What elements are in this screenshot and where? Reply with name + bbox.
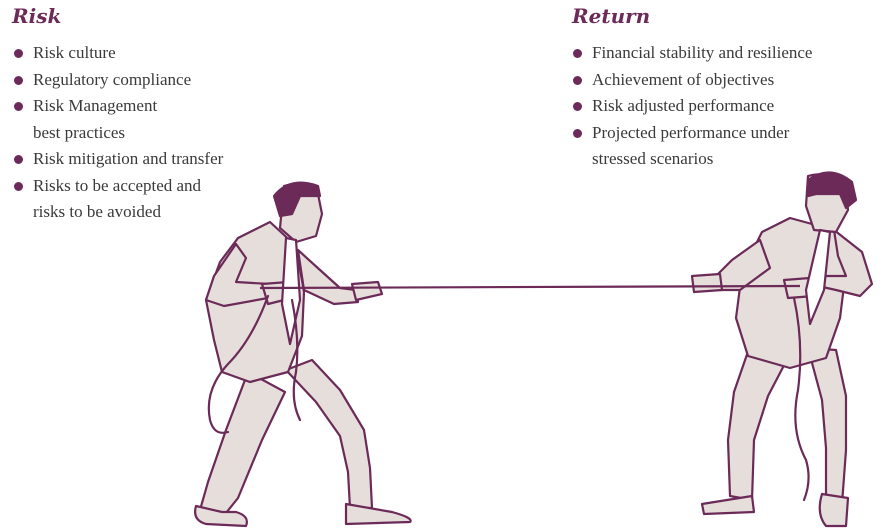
return-list-item: Projected performance under stressed scen… <box>572 120 812 173</box>
businessman-right-icon <box>690 171 874 528</box>
risk-item-text: best practices <box>33 122 126 142</box>
bullet-icon <box>573 102 582 111</box>
return-list-item: Risk adjusted performance <box>572 93 812 120</box>
return-heading: Return <box>572 4 651 28</box>
return-list-item: Achievement of objectives <box>572 67 812 94</box>
risk-list-item: Risk culture <box>13 40 223 67</box>
return-item-text: Achievement of objectives <box>592 69 775 89</box>
risk-item-text: risks to be avoided <box>33 202 161 221</box>
bullet-icon <box>573 75 582 85</box>
bullet-icon <box>14 49 23 58</box>
bullet-icon <box>14 155 23 164</box>
risk-item-text: Risks to be accepted and <box>33 175 202 195</box>
return-item-text: Financial stability and resilience <box>592 43 813 62</box>
bullet-icon <box>573 128 582 138</box>
risk-list-item: Risk Management best practices <box>13 93 223 146</box>
rope-icon <box>259 284 801 290</box>
bullet-icon <box>14 181 23 191</box>
risk-list-item: Risks to be accepted and risks to be avoi… <box>13 173 223 226</box>
risk-item-text: Risk Management <box>33 96 158 115</box>
risk-item-text: Risk culture <box>33 43 116 62</box>
businessman-left-icon <box>194 181 412 528</box>
risk-item-text: Risk mitigation and transfer <box>33 149 224 168</box>
risk-item-text: Regulatory compliance <box>33 69 192 89</box>
return-item-text: stressed scenarios <box>592 149 714 168</box>
bullet-icon <box>573 49 582 58</box>
risk-list-item: Risk mitigation and transfer <box>13 146 223 173</box>
risk-list-item: Regulatory compliance <box>13 67 223 94</box>
return-item-text: Risk adjusted performance <box>592 96 775 115</box>
return-item-text: Projected performance under <box>592 122 790 142</box>
bullet-icon <box>14 102 23 111</box>
risk-heading: Risk <box>12 4 62 28</box>
return-list-item: Financial stability and resilience <box>572 40 812 67</box>
bullet-icon <box>14 75 23 85</box>
